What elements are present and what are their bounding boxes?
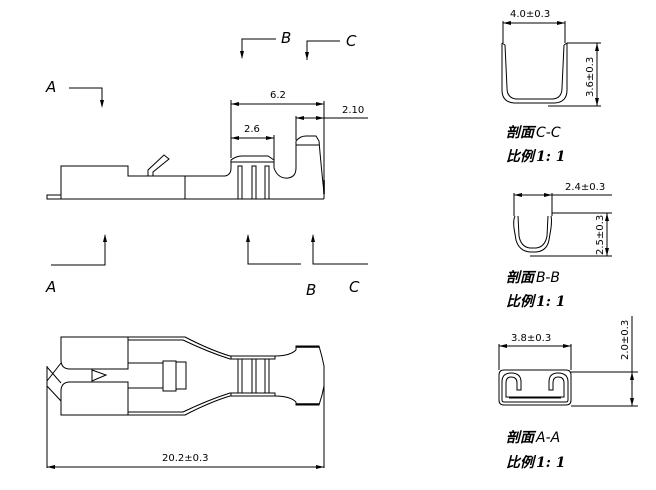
section-a-scale: 1: 1 <box>536 455 566 471</box>
dim-total-length: 20.2±0.3 <box>162 453 209 464</box>
section-b-height: 2.5±0.3 <box>595 215 606 255</box>
side-view: 6.2 2.6 2.10 <box>46 90 368 200</box>
section-c-scale: 1: 1 <box>536 149 566 165</box>
section-marker-a-bottom: A <box>45 234 107 296</box>
section-b-scale: 1: 1 <box>536 294 566 310</box>
section-marker-b-bottom: B <box>246 234 316 299</box>
dim-tab: 2.10 <box>342 105 364 116</box>
section-b-b: 2.4±0.3 2.5±0.3 剖面 B-B 比例 1: 1 <box>506 182 612 310</box>
section-a-a: 3.8±0.3 2.0±0.3 剖面 A-A 比例 1: 1 <box>498 316 638 471</box>
section-a-height: 2.0±0.3 <box>620 320 631 360</box>
section-a-width: 3.8±0.3 <box>511 333 551 344</box>
section-label-c-bottom: C <box>349 278 360 296</box>
arrow-up-icon <box>103 234 107 242</box>
section-a-title-cn: 剖面 <box>506 429 537 446</box>
section-b-title-id: B-B <box>536 270 560 286</box>
arrow-down-icon <box>100 100 104 108</box>
section-label-c-top: C <box>346 32 357 50</box>
section-c-width: 4.0±0.3 <box>510 9 550 20</box>
section-b-width: 2.4±0.3 <box>565 182 605 193</box>
arrow-down-icon <box>305 52 309 60</box>
dim-inner-crimp: 2.6 <box>244 124 260 135</box>
arrow-up-icon <box>311 234 315 242</box>
section-a-scale-cn: 比例 <box>506 454 537 471</box>
section-c-title-id: C-C <box>536 125 561 141</box>
section-marker-c-top: C <box>305 32 357 60</box>
section-marker-a-top: A <box>45 78 104 108</box>
top-view: 20.2±0.3 <box>46 336 325 469</box>
section-marker-b-top: B <box>240 29 291 59</box>
arrow-down-icon <box>240 51 244 59</box>
section-label-a-top: A <box>45 78 56 96</box>
section-label-b-bottom: B <box>306 281 316 299</box>
section-a-title-id: A-A <box>535 430 560 446</box>
section-label-b-top: B <box>281 29 291 47</box>
section-b-title-cn: 剖面 <box>506 269 537 286</box>
section-c-height: 3.6±0.3 <box>585 57 596 97</box>
section-b-scale-cn: 比例 <box>506 293 537 310</box>
dim-crimp-length: 6.2 <box>270 90 286 101</box>
section-marker-c-bottom: C <box>311 234 368 296</box>
arrow-up-icon <box>246 234 250 242</box>
section-label-a-bottom: A <box>45 278 56 296</box>
section-c-scale-cn: 比例 <box>506 148 537 165</box>
section-c-title-cn: 剖面 <box>506 124 537 141</box>
section-c-c: 4.0±0.3 3.6±0.3 剖面 C-C 比例 1: 1 <box>501 9 601 165</box>
